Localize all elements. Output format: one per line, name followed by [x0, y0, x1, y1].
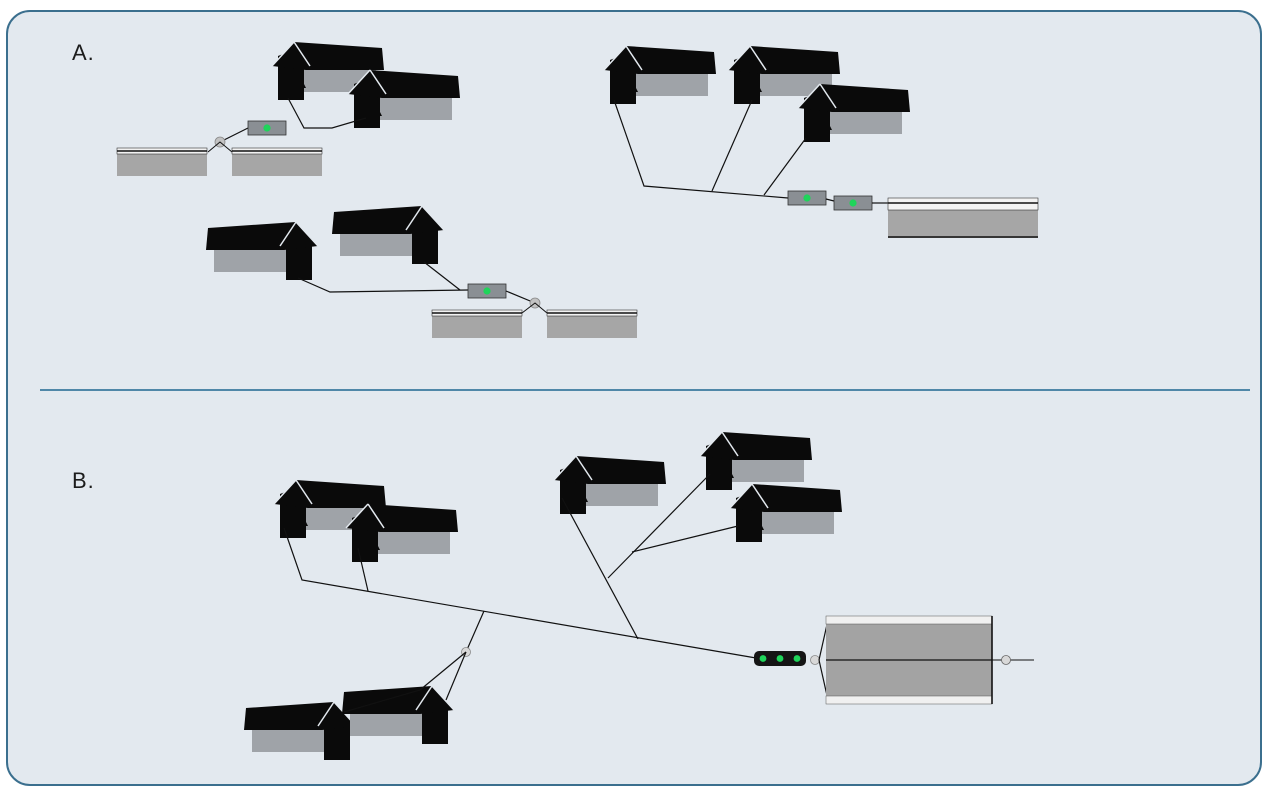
house-icon: [243, 701, 357, 761]
house-icon: [347, 69, 461, 129]
controller-icon: [787, 190, 827, 206]
house-icon: [345, 503, 459, 563]
panel-a-label: A.: [72, 40, 95, 65]
junction-node-icon: [1001, 655, 1011, 665]
house-icon: [699, 431, 813, 491]
controller-icon: [754, 651, 806, 666]
house-icon: [341, 685, 455, 745]
panel-b-diagram: [243, 431, 1034, 761]
battery-bank-icon: [825, 615, 993, 705]
house-icon: [205, 221, 319, 281]
solar-panel-icon: [231, 147, 323, 177]
panel-b-label: B.: [72, 468, 95, 493]
house-icon: [797, 83, 911, 143]
solar-panel-icon: [116, 147, 208, 177]
controller-icon: [467, 283, 507, 299]
controller-icon: [247, 120, 287, 136]
panel-divider: [40, 389, 1250, 391]
house-icon: [553, 455, 667, 515]
solar-panel-icon: [431, 309, 523, 339]
solar-panel-icon: [546, 309, 638, 339]
battery-bank-icon: [887, 197, 1039, 238]
controller-icon: [833, 195, 873, 211]
junction-node-icon: [810, 655, 820, 665]
house-icon: [603, 45, 717, 105]
panel-a-diagram: [116, 41, 1039, 339]
house-icon: [729, 483, 843, 543]
house-icon: [331, 205, 445, 265]
